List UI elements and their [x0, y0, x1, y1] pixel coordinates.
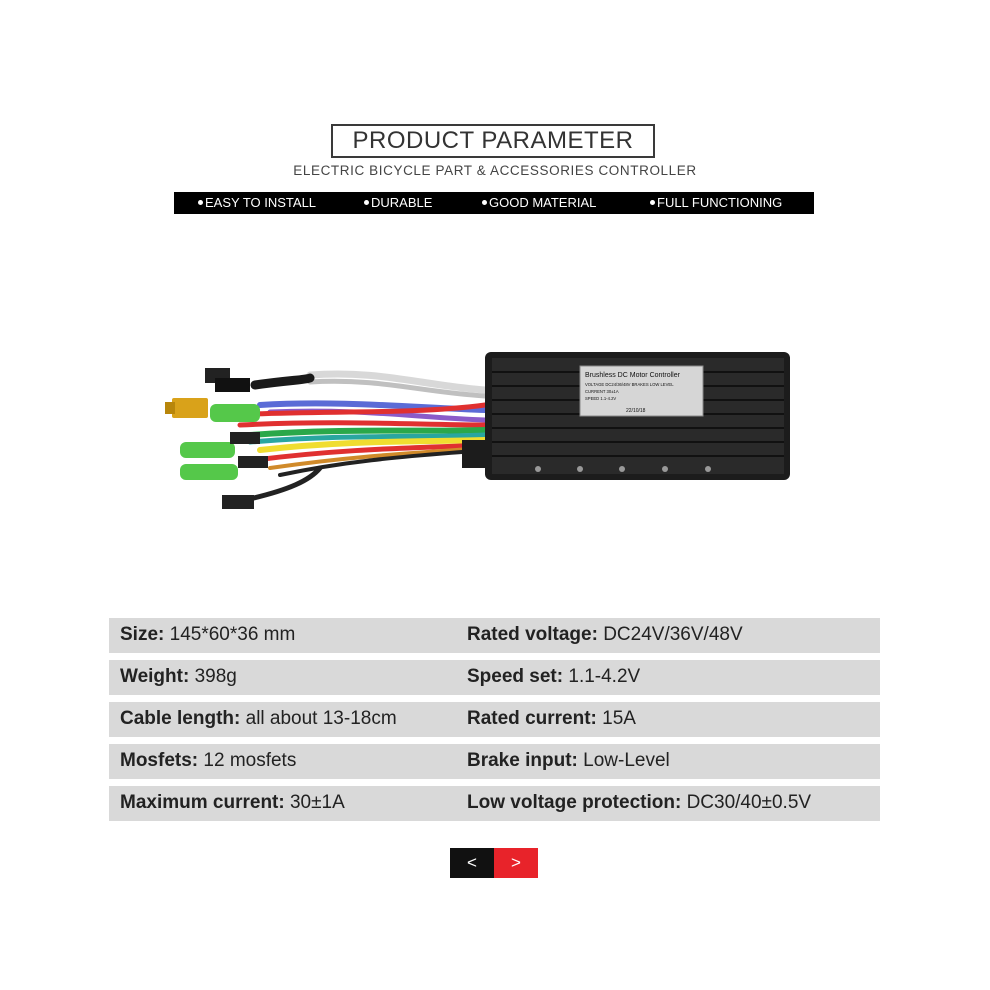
spec-cell: Rated voltage: DC24V/36V/48V	[467, 624, 743, 646]
spec-key: Rated voltage:	[467, 624, 598, 645]
label-date: 22/10/18	[626, 408, 646, 414]
spec-cell: Low voltage protection: DC30/40±0.5V	[467, 792, 811, 814]
label-line-4: SPEED 1.1-4.2V	[585, 396, 616, 401]
spec-value: DC30/40±0.5V	[686, 792, 812, 813]
spec-cell: Speed set: 1.1-4.2V	[467, 666, 640, 688]
spec-key: Brake input:	[467, 750, 578, 771]
bullet-icon	[650, 200, 655, 205]
spec-row: Cable length: all about 13-18cm Rated cu…	[109, 702, 880, 737]
spec-cell: Brake input: Low-Level	[467, 750, 670, 772]
spec-value: 15A	[602, 708, 636, 729]
spec-value: Low-Level	[583, 750, 670, 771]
spec-key: Mosfets:	[120, 750, 199, 771]
feature-item: GOOD MATERIAL	[482, 195, 596, 210]
spec-key: Rated current:	[467, 708, 597, 729]
prev-button[interactable]: <	[450, 848, 494, 878]
spec-cell: Weight: 398g	[120, 666, 237, 688]
spec-value: 398g	[194, 666, 237, 687]
bullet-icon	[198, 200, 203, 205]
spec-cell: Mosfets: 12 mosfets	[120, 750, 296, 772]
wire-bundle	[227, 370, 489, 503]
spec-key: Maximum current:	[120, 792, 285, 813]
connectors	[165, 368, 268, 509]
next-button[interactable]: >	[494, 848, 538, 878]
spec-key: Cable length:	[120, 708, 241, 729]
spec-cell: Cable length: all about 13-18cm	[120, 708, 397, 730]
controller-label: Brushless DC Motor Controller VOLTAGE DC…	[579, 365, 704, 417]
spec-row: Mosfets: 12 mosfets Brake input: Low-Lev…	[109, 744, 880, 779]
spec-value: DC24V/36V/48V	[603, 624, 743, 645]
feature-label: DURABLE	[371, 195, 433, 210]
feature-label: FULL FUNCTIONING	[657, 195, 783, 210]
chevron-left-icon: <	[467, 853, 477, 872]
spec-value: 30±1A	[289, 792, 345, 813]
feature-label: EASY TO INSTALL	[205, 195, 317, 210]
spec-row: Maximum current: 30±1A Low voltage prote…	[109, 786, 880, 821]
label-line-3: CURRENT 30±1A	[585, 389, 619, 394]
feature-item: FULL FUNCTIONING	[650, 195, 782, 210]
spec-value: all about 13-18cm	[245, 708, 397, 729]
spec-table: Size: 145*60*36 mm Rated voltage: DC24V/…	[109, 618, 880, 828]
feature-item: DURABLE	[364, 195, 432, 210]
spec-value: 12 mosfets	[203, 750, 297, 771]
spec-row: Size: 145*60*36 mm Rated voltage: DC24V/…	[109, 618, 880, 653]
label-line-2: VOLTAGE DC24/36/48V BRAKES LOW LEVEL	[585, 382, 674, 387]
page-title: PRODUCT PARAMETER	[331, 124, 655, 158]
chevron-right-icon: >	[511, 853, 521, 872]
feature-bar: EASY TO INSTALL DURABLE GOOD MATERIAL FU…	[174, 192, 814, 214]
feature-item: EASY TO INSTALL	[198, 195, 316, 210]
bullet-icon	[482, 200, 487, 205]
spec-value: 145*60*36 mm	[169, 624, 296, 645]
spec-value: 1.1-4.2V	[568, 666, 641, 687]
spec-cell: Rated current: 15A	[467, 708, 636, 730]
spec-cell: Maximum current: 30±1A	[120, 792, 345, 814]
spec-row: Weight: 398g Speed set: 1.1-4.2V	[109, 660, 880, 695]
feature-label: GOOD MATERIAL	[489, 195, 597, 210]
spec-key: Low voltage protection:	[467, 792, 682, 813]
controller-product-image: Brushless DC Motor Controller VOLTAGE DC…	[165, 352, 790, 509]
spec-key: Size:	[120, 624, 165, 645]
image-nav: < >	[450, 848, 538, 878]
spec-cell: Size: 145*60*36 mm	[120, 624, 295, 646]
label-line-1: Brushless DC Motor Controller	[585, 372, 681, 379]
bullet-icon	[364, 200, 369, 205]
page-subtitle: ELECTRIC BICYCLE PART & ACCESSORIES CONT…	[293, 163, 697, 178]
spec-key: Speed set:	[467, 666, 564, 687]
spec-key: Weight:	[120, 666, 190, 687]
